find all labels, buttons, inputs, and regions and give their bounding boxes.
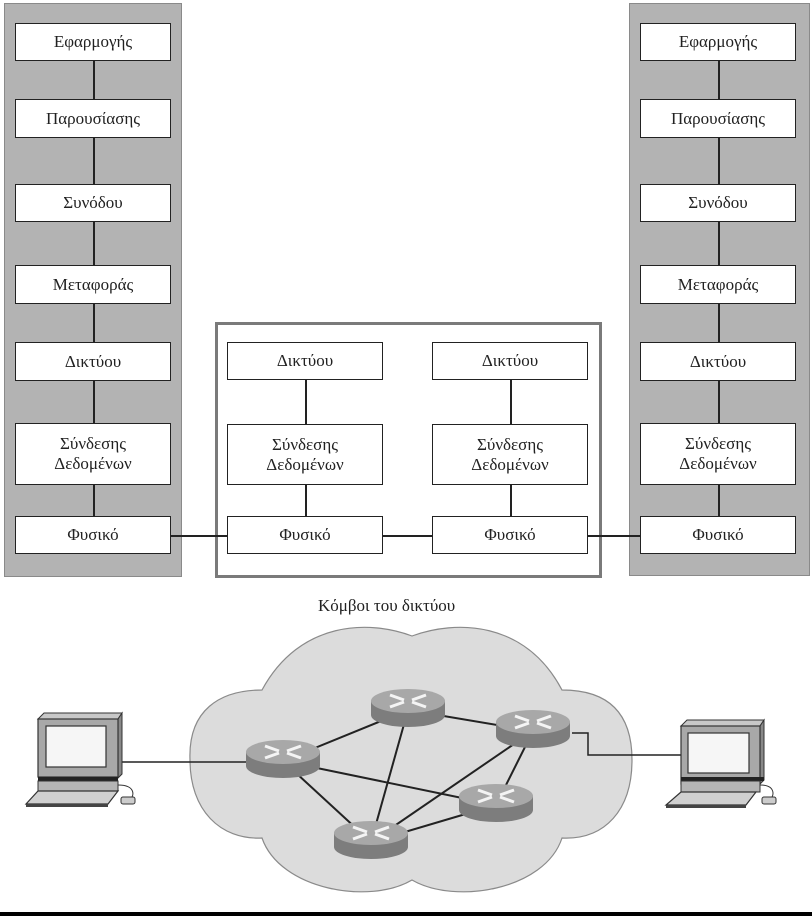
physical-link [171,535,227,537]
network-nodes-caption: Κόμβοι του δικτύου [318,596,456,615]
right-layer-network: Δικτύου [640,342,796,381]
router-2-icon [371,689,445,727]
connector [93,61,95,99]
connector [718,381,720,423]
connector [93,304,95,342]
router-link [370,709,409,843]
host-link-right [572,732,683,756]
physical-link [588,535,640,537]
connector [718,485,720,516]
node-a-layer-data-link: Σύνδεσης Δεδομένων [227,424,383,485]
router-1-icon [246,740,320,778]
node-b-layer-network: Δικτύου [432,342,588,380]
right-layer-application: Εφαρμογής [640,23,796,61]
left-layer-data-link: Σύνδεσης Δεδομένων [15,423,171,485]
physical-link [383,535,432,537]
connector [93,381,95,423]
node-b-layer-data-link: Σύνδεσης Δεδομένων [432,424,588,485]
connector [718,222,720,265]
left-computer-icon [24,711,136,807]
node-b-layer-physical: Φυσικό [432,516,588,554]
connector [305,380,307,424]
connector [718,61,720,99]
left-layer-session: Συνόδου [15,184,171,222]
connector [510,380,512,424]
left-layer-application: Εφαρμογής [15,23,171,61]
connector [93,222,95,265]
connector [93,138,95,184]
router-link [370,730,534,843]
right-layer-transport: Μεταφοράς [640,265,796,304]
right-layer-presentation: Παρουσίασης [640,99,796,138]
right-layer-session: Συνόδου [640,184,796,222]
right-layer-data-link: Σύνδεσης Δεδομένων [640,423,796,485]
network-cloud [189,626,633,893]
node-a-layer-physical: Φυσικό [227,516,383,554]
left-layer-presentation: Παρουσίασης [15,99,171,138]
router-3-icon [496,710,570,748]
left-layer-transport: Μεταφοράς [15,265,171,304]
node-a-layer-network: Δικτύου [227,342,383,380]
right-layer-physical: Φυσικό [640,516,796,554]
connector [305,485,307,516]
right-computer-icon [664,718,777,808]
connector [718,304,720,342]
router-4-icon [459,784,533,822]
connector [93,485,95,516]
connector [718,138,720,184]
bottom-rule [0,912,812,916]
connector [510,485,512,516]
left-layer-network: Δικτύου [15,342,171,381]
router-5-icon [334,821,408,859]
left-layer-physical: Φυσικό [15,516,171,554]
